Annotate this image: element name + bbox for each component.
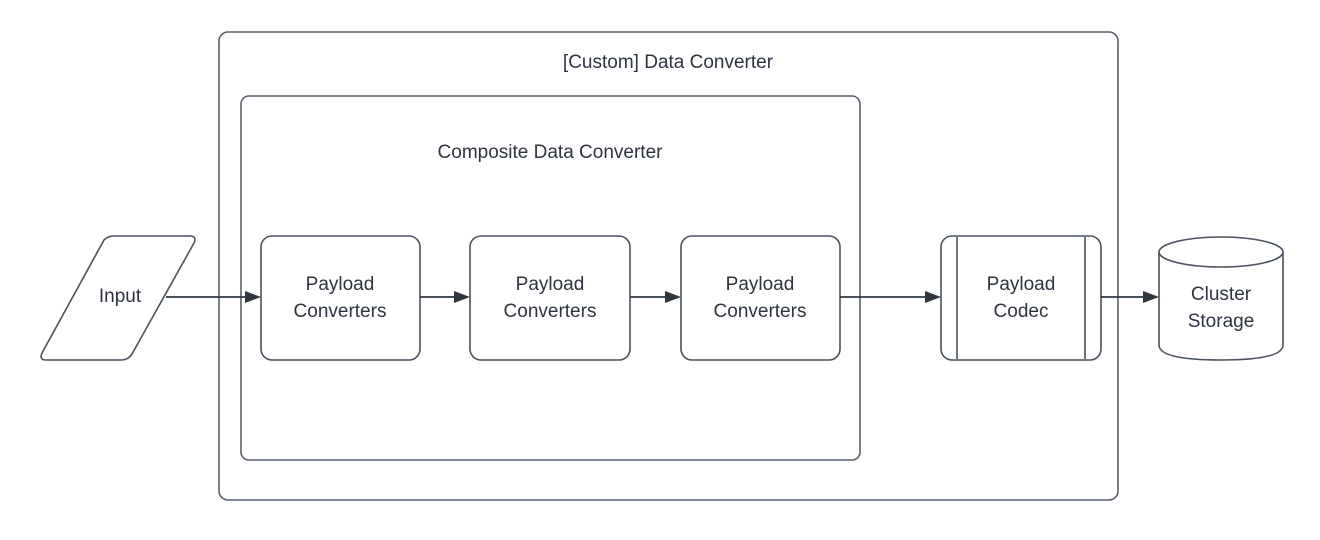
node-cluster-storage-label-line2: Storage <box>1188 311 1255 332</box>
container-custom-data-converter-label: [Custom] Data Converter <box>563 52 774 73</box>
connector-converter1-to-converter2 <box>420 291 470 303</box>
node-payload-converters-2[interactable] <box>469 235 631 361</box>
container-composite-data-converter-label: Composite Data Converter <box>438 142 664 163</box>
node-cluster-storage[interactable] <box>1158 236 1284 361</box>
node-payload-converters-1-label-line1: Payload <box>306 274 375 295</box>
node-payload-converters-1-label-line2: Converters <box>294 301 387 322</box>
connector-codec-to-storage <box>1101 291 1159 303</box>
node-payload-codec-label-line1: Payload <box>987 274 1056 295</box>
node-payload-converters-3[interactable] <box>680 235 841 361</box>
node-payload-converters-1[interactable] <box>260 235 421 361</box>
node-payload-converters-2-label-line1: Payload <box>516 274 585 295</box>
node-payload-converters-3-label-line1: Payload <box>726 274 795 295</box>
connector-input-to-converter1 <box>166 291 261 303</box>
connector-converter2-to-converter3 <box>630 291 681 303</box>
connector-converter3-to-codec <box>840 291 941 303</box>
node-payload-converters-2-label-line2: Converters <box>504 301 597 322</box>
node-payload-codec-label-line2: Codec <box>994 301 1049 322</box>
node-input-label: Input <box>99 286 142 307</box>
node-payload-codec[interactable] <box>940 235 1102 361</box>
node-cluster-storage-label-line1: Cluster <box>1191 284 1252 305</box>
node-payload-converters-3-label-line2: Converters <box>714 301 807 322</box>
node-input[interactable] <box>40 235 196 361</box>
